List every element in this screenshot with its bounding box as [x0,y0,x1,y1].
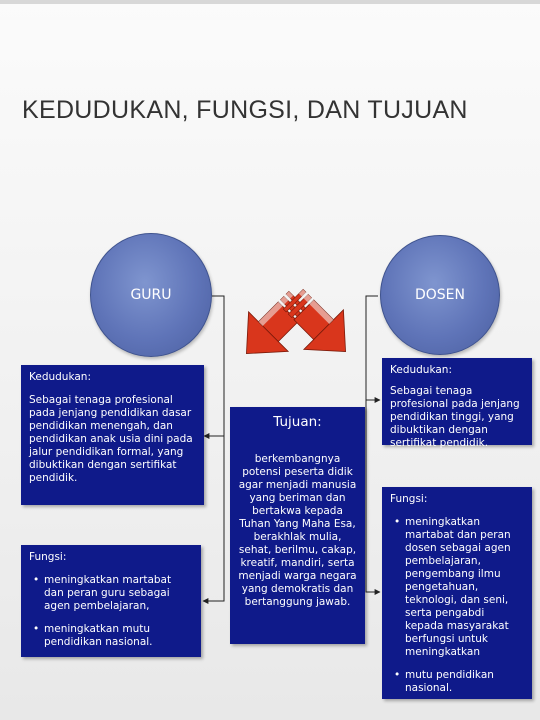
connector-dosen-fungsi [365,400,381,595]
arrow-dosen-to-tujuan [282,288,346,352]
list-item: mutu pendidikan nasional. [390,669,524,695]
tujuan-box: Tujuan: berkembangnya potensi peserta di… [230,407,365,644]
tujuan-heading: Tujuan: [273,414,322,430]
top-rule [0,0,540,4]
dosen-fungsi-list: meningkatkan martabat dan peran dosen se… [390,516,524,695]
arrow-guru-to-tujuan [246,290,310,354]
guru-fungsi-box: Fungsi: meningkatkan martabat dan peran … [21,545,201,657]
connector-guru-kedudukan [203,295,225,439]
dosen-label: DOSEN [414,287,465,303]
dosen-node: DOSEN [380,235,500,355]
tujuan-text: berkembangnya potensi peserta didik agar… [238,453,357,608]
page-title: KEDUDUKAN, FUNGSI, DAN TUJUAN [22,96,468,124]
list-item: meningkatkan martabat dan peran dosen se… [390,516,524,659]
guru-label: GURU [130,287,172,303]
guru-kedudukan-heading: Kedudukan: [29,371,91,383]
guru-kedudukan-box: Kedudukan: Sebagai tenaga profesional pa… [21,365,204,505]
dosen-kedudukan-text: Sebagai tenaga profesional pada jenjang … [390,385,520,449]
guru-fungsi-list: meningkatkan martabat dan peran guru seb… [29,574,193,649]
list-item: meningkatkan mutu pendidikan nasional. [29,623,193,649]
dosen-fungsi-heading: Fungsi: [390,493,428,505]
dosen-kedudukan-heading: Kedudukan: [390,364,452,376]
list-item: meningkatkan martabat dan peran guru seb… [29,574,193,613]
dosen-kedudukan-box: Kedudukan: Sebagai tenaga profesional pa… [382,358,532,449]
dosen-fungsi-box: Fungsi: meningkatkan martabat dan peran … [382,487,532,699]
connector-guru-fungsi [202,436,225,604]
guru-fungsi-heading: Fungsi: [29,551,67,563]
guru-kedudukan-text: Sebagai tenaga profesional pada jenjang … [29,394,193,484]
connector-dosen-kedudukan [365,295,381,403]
guru-node: GURU [90,233,212,357]
